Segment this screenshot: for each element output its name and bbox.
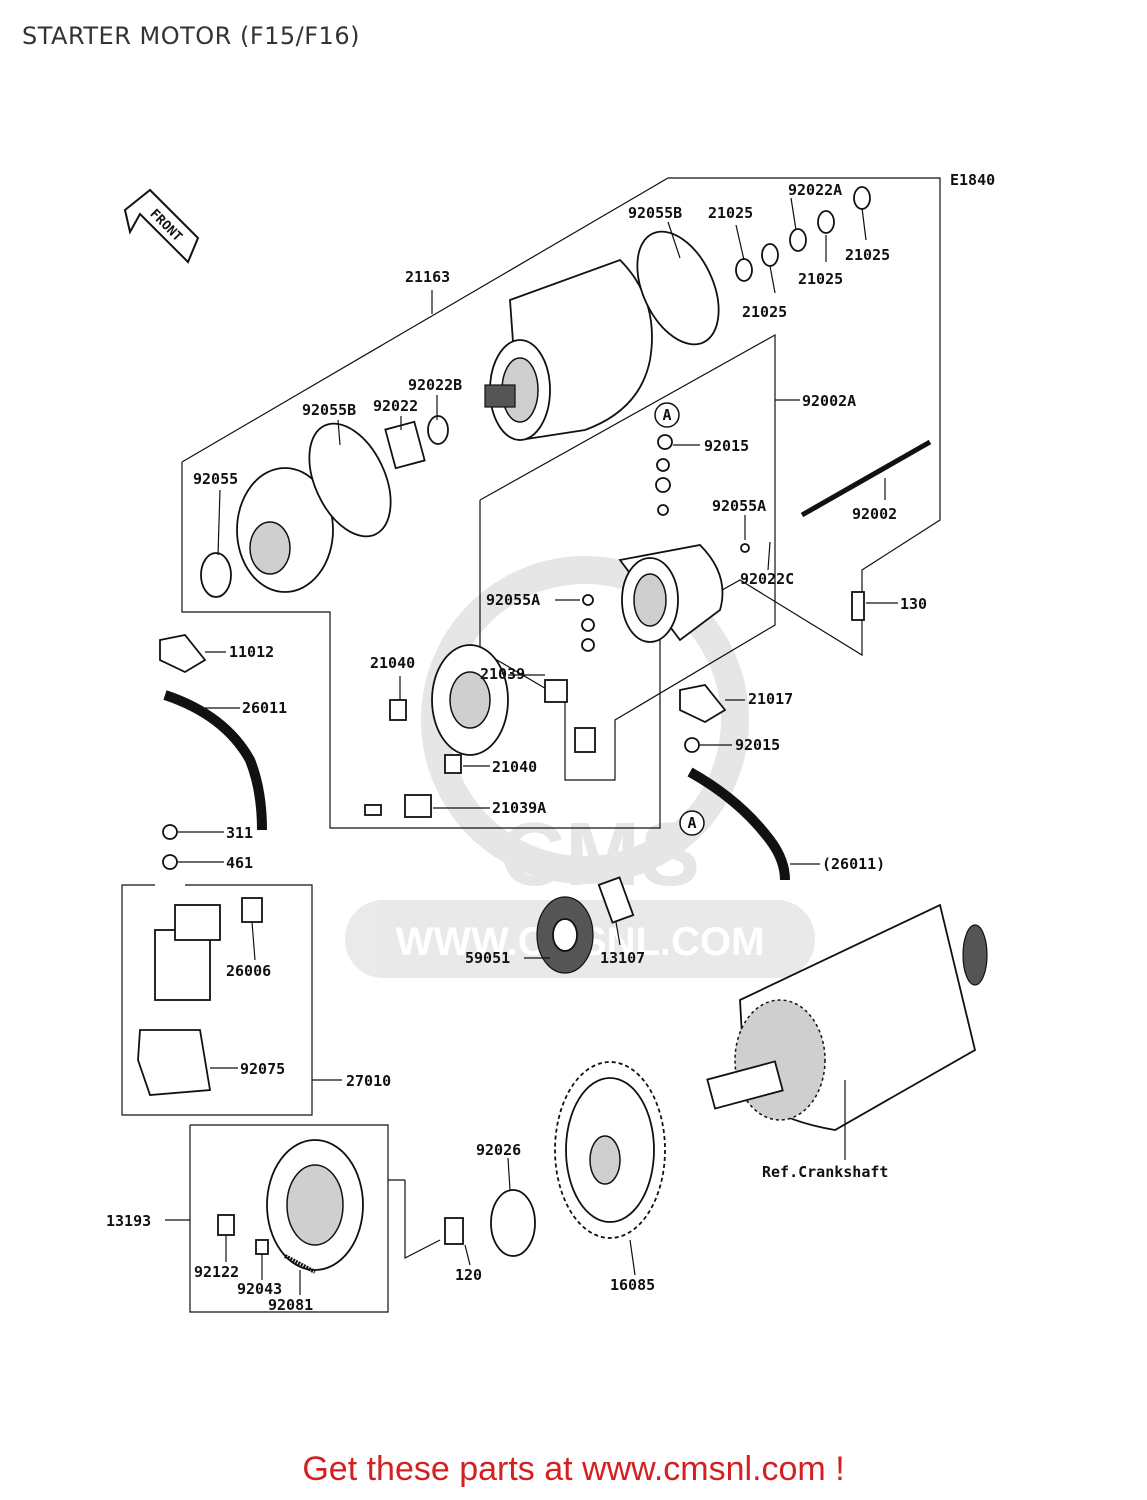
nut-311 — [162, 824, 178, 840]
label-92055: 92055 — [193, 470, 238, 488]
clutch-outline-13193 — [189, 1124, 389, 1313]
label-21040-bottom: 21040 — [492, 758, 537, 776]
label-92022A: 92022A — [788, 181, 842, 199]
leader-lines — [165, 197, 898, 1295]
plunger-92043 — [255, 1239, 269, 1255]
svg-text:A: A — [687, 814, 696, 832]
label-21040-top: 21040 — [370, 654, 415, 672]
label-311: 311 — [226, 824, 253, 842]
starter-clutch — [266, 1139, 364, 1271]
fuse-26006 — [241, 897, 263, 923]
cap-21017 — [679, 684, 727, 724]
front-cover — [236, 467, 334, 593]
label-92075: 92075 — [240, 1060, 285, 1078]
label-21025-bottom: 21025 — [742, 303, 787, 321]
spring-92081 — [284, 1254, 316, 1274]
label-92043: 92043 — [237, 1280, 282, 1298]
crankshaft — [706, 903, 988, 1131]
washer-92026 — [490, 1189, 536, 1257]
idle-gear-59051 — [536, 896, 594, 974]
bolt-130 — [851, 591, 865, 621]
label-ref-crankshaft: Ref.Crankshaft — [762, 1163, 888, 1181]
label-21025-top: 21025 — [708, 204, 753, 222]
label-21039A: 21039A — [492, 799, 546, 817]
cable-26011-ref — [687, 767, 790, 881]
relay-outline-27010 — [121, 884, 313, 1116]
bolt-120 — [444, 1217, 464, 1245]
brush-21039 — [544, 679, 568, 703]
nut-461 — [162, 854, 178, 870]
plate-92022 — [384, 420, 426, 470]
label-26011: 26011 — [242, 699, 287, 717]
label-461: 461 — [226, 854, 253, 872]
label-21017: 21017 — [748, 690, 793, 708]
nut-92015-b — [684, 737, 700, 753]
label-21163: 21163 — [405, 268, 450, 286]
label-92022C: 92022C — [740, 570, 794, 588]
label-92122: 92122 — [194, 1263, 239, 1281]
terminal-bolt — [574, 727, 596, 753]
label-92002A: 92002A — [802, 392, 856, 410]
label-92055A-top: 92055A — [712, 497, 766, 515]
assembly-outline-21163 — [181, 177, 941, 829]
washers-stack — [735, 186, 871, 282]
washer-92022B — [427, 415, 449, 445]
spring-21040-a — [389, 699, 407, 721]
diagram-code: E1840 — [950, 171, 995, 189]
label-16085: 16085 — [610, 1276, 655, 1294]
assembly-outline-92002A — [479, 333, 776, 781]
starter-clutch-gear-16085 — [554, 1061, 666, 1239]
cap-11012 — [159, 634, 207, 674]
spring-21040-b — [444, 754, 462, 774]
starter-relay — [154, 904, 221, 1001]
label-21039: 21039 — [480, 665, 525, 683]
relay-cover-92075 — [137, 1029, 212, 1096]
label-26011-ref: (26011) — [822, 855, 885, 873]
label-92055B-left: 92055B — [302, 401, 356, 419]
label-13107: 13107 — [600, 949, 645, 967]
label-92015-bottom: 92015 — [735, 736, 780, 754]
o-ring-92055B-top — [636, 230, 720, 346]
label-13193: 13193 — [106, 1212, 151, 1230]
label-21025-right: 21025 — [845, 246, 890, 264]
starter-motor-body — [484, 258, 653, 442]
shaft-13107 — [597, 876, 635, 924]
label-130: 130 — [900, 595, 927, 613]
svg-text:A: A — [662, 406, 671, 424]
brush-plate — [431, 644, 509, 756]
through-bolt-92002 — [800, 439, 932, 518]
label-26006: 26006 — [226, 962, 271, 980]
marker-a-top: A — [654, 402, 680, 428]
label-120: 120 — [455, 1266, 482, 1284]
marker-a-bottom: A — [679, 810, 705, 836]
label-21025-mid: 21025 — [798, 270, 843, 288]
label-92055B-top: 92055B — [628, 204, 682, 222]
page-title: STARTER MOTOR (F15/F16) — [22, 22, 360, 50]
o-ring-92055B-left — [308, 422, 392, 538]
label-92002: 92002 — [852, 505, 897, 523]
label-11012: 11012 — [229, 643, 274, 661]
o-ring-92055 — [200, 552, 232, 598]
label-92026: 92026 — [476, 1141, 521, 1159]
brush-21039A — [404, 794, 432, 818]
roller-92122 — [217, 1214, 235, 1236]
screw — [364, 804, 382, 816]
label-92022: 92022 — [373, 397, 418, 415]
front-arrow-icon: FRONT — [123, 188, 200, 264]
label-92055A-left: 92055A — [486, 591, 540, 609]
rear-cover — [618, 544, 724, 643]
label-92081: 92081 — [268, 1296, 313, 1314]
label-92022B: 92022B — [408, 376, 462, 394]
label-59051: 59051 — [465, 949, 510, 967]
label-27010: 27010 — [346, 1072, 391, 1090]
footer-promo-link[interactable]: Get these parts at www.cmsnl.com ! — [302, 1450, 845, 1488]
small-washers — [581, 434, 750, 652]
label-92015-top: 92015 — [704, 437, 749, 455]
cable-26011 — [163, 690, 267, 831]
